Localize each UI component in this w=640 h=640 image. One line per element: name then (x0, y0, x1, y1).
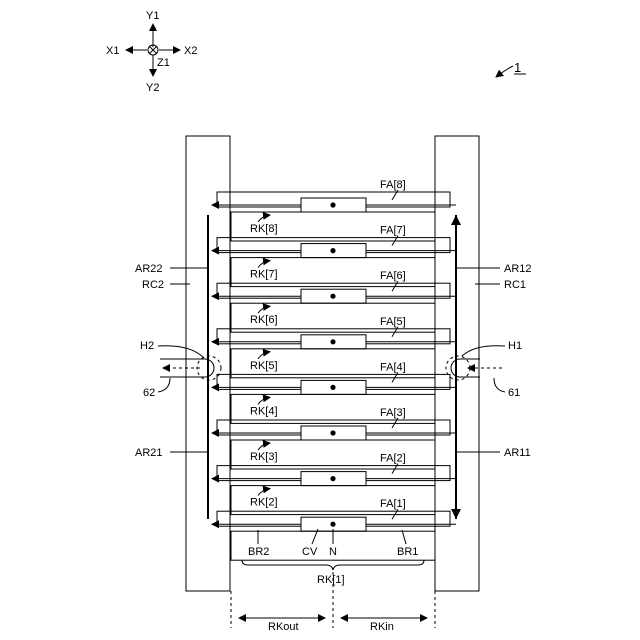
rk-label: RK[6] (250, 314, 278, 326)
node-dot (330, 202, 335, 207)
label-cv: CV (302, 546, 318, 558)
fa-label: FA[2] (380, 453, 406, 465)
node-dot (330, 385, 335, 390)
rk-arrow (258, 352, 270, 359)
rk-label: RK[3] (250, 451, 278, 463)
label-ar21: AR21 (135, 447, 163, 459)
axis-x1-label: X1 (106, 45, 119, 57)
rk-arrow (258, 261, 270, 268)
rk-arrow (258, 443, 270, 450)
rk-arrow (258, 489, 270, 496)
label-ar11: AR11 (504, 447, 531, 459)
rk1-brace (242, 560, 424, 570)
rows-layer: FA[8] RK[8] FA[7] RK[7] FA[6] RK[6] FA[5] RK[5]… (212, 179, 456, 560)
figure-ref-leader (496, 66, 513, 77)
label-rc1: RC1 (504, 279, 526, 291)
axis-x2-label: X2 (184, 45, 197, 57)
fa-label: FA[4] (380, 361, 406, 373)
node-dot (330, 248, 335, 253)
rk-arrow (258, 306, 270, 313)
rk-label: RK[4] (250, 405, 278, 417)
label-rkout: RKout (268, 621, 299, 633)
rk-label: RK[2] (250, 497, 278, 509)
label-61: 61 (508, 387, 520, 399)
rk-arrow (258, 215, 270, 222)
label-br2: BR2 (248, 546, 269, 558)
rk-label: RK[7] (250, 269, 278, 281)
axis-y1-label: Y1 (146, 10, 159, 22)
label-h2: H2 (140, 340, 154, 352)
fa-label: FA[6] (380, 270, 406, 282)
label-62: 62 (143, 387, 155, 399)
fa-label: FA[8] (380, 179, 406, 191)
label-rc2: RC2 (142, 279, 164, 291)
left-labels: AR22 RC2 H2 62 AR21 (135, 263, 208, 459)
label-h1: H1 (508, 340, 522, 352)
bottom-labels: BR2 CV N BR1 RK[1] (242, 529, 424, 586)
node-dot (330, 522, 335, 527)
node-dot (330, 339, 335, 344)
node-dot (330, 294, 335, 299)
axis-y2-label: Y2 (146, 82, 159, 94)
fa-label: FA[1] (380, 498, 406, 510)
label-n: N (329, 546, 337, 558)
axis-z1-label: Z1 (157, 57, 170, 69)
node-dot (330, 430, 335, 435)
rk-label: RK[5] (250, 360, 278, 372)
axis-indicator: Y1 Y2 X1 X2 Z1 (106, 10, 197, 94)
label-ar12: AR12 (504, 263, 532, 275)
fa-label: FA[5] (380, 316, 406, 328)
figure-ref-number: 1 (514, 60, 521, 75)
label-rk1: RK[1] (317, 574, 345, 586)
node-dot (330, 476, 335, 481)
right-bus-arrow-down (451, 509, 461, 519)
label-ar22: AR22 (135, 263, 163, 275)
fa-label: FA[7] (380, 225, 406, 237)
rk-label: RK[8] (250, 223, 278, 235)
label-rkin: RKin (370, 621, 394, 633)
right-bus-arrow-up (451, 215, 461, 225)
rk-arrow (258, 397, 270, 404)
label-br1: BR1 (397, 546, 418, 558)
ports (160, 356, 502, 380)
fa-label: FA[3] (380, 407, 406, 419)
